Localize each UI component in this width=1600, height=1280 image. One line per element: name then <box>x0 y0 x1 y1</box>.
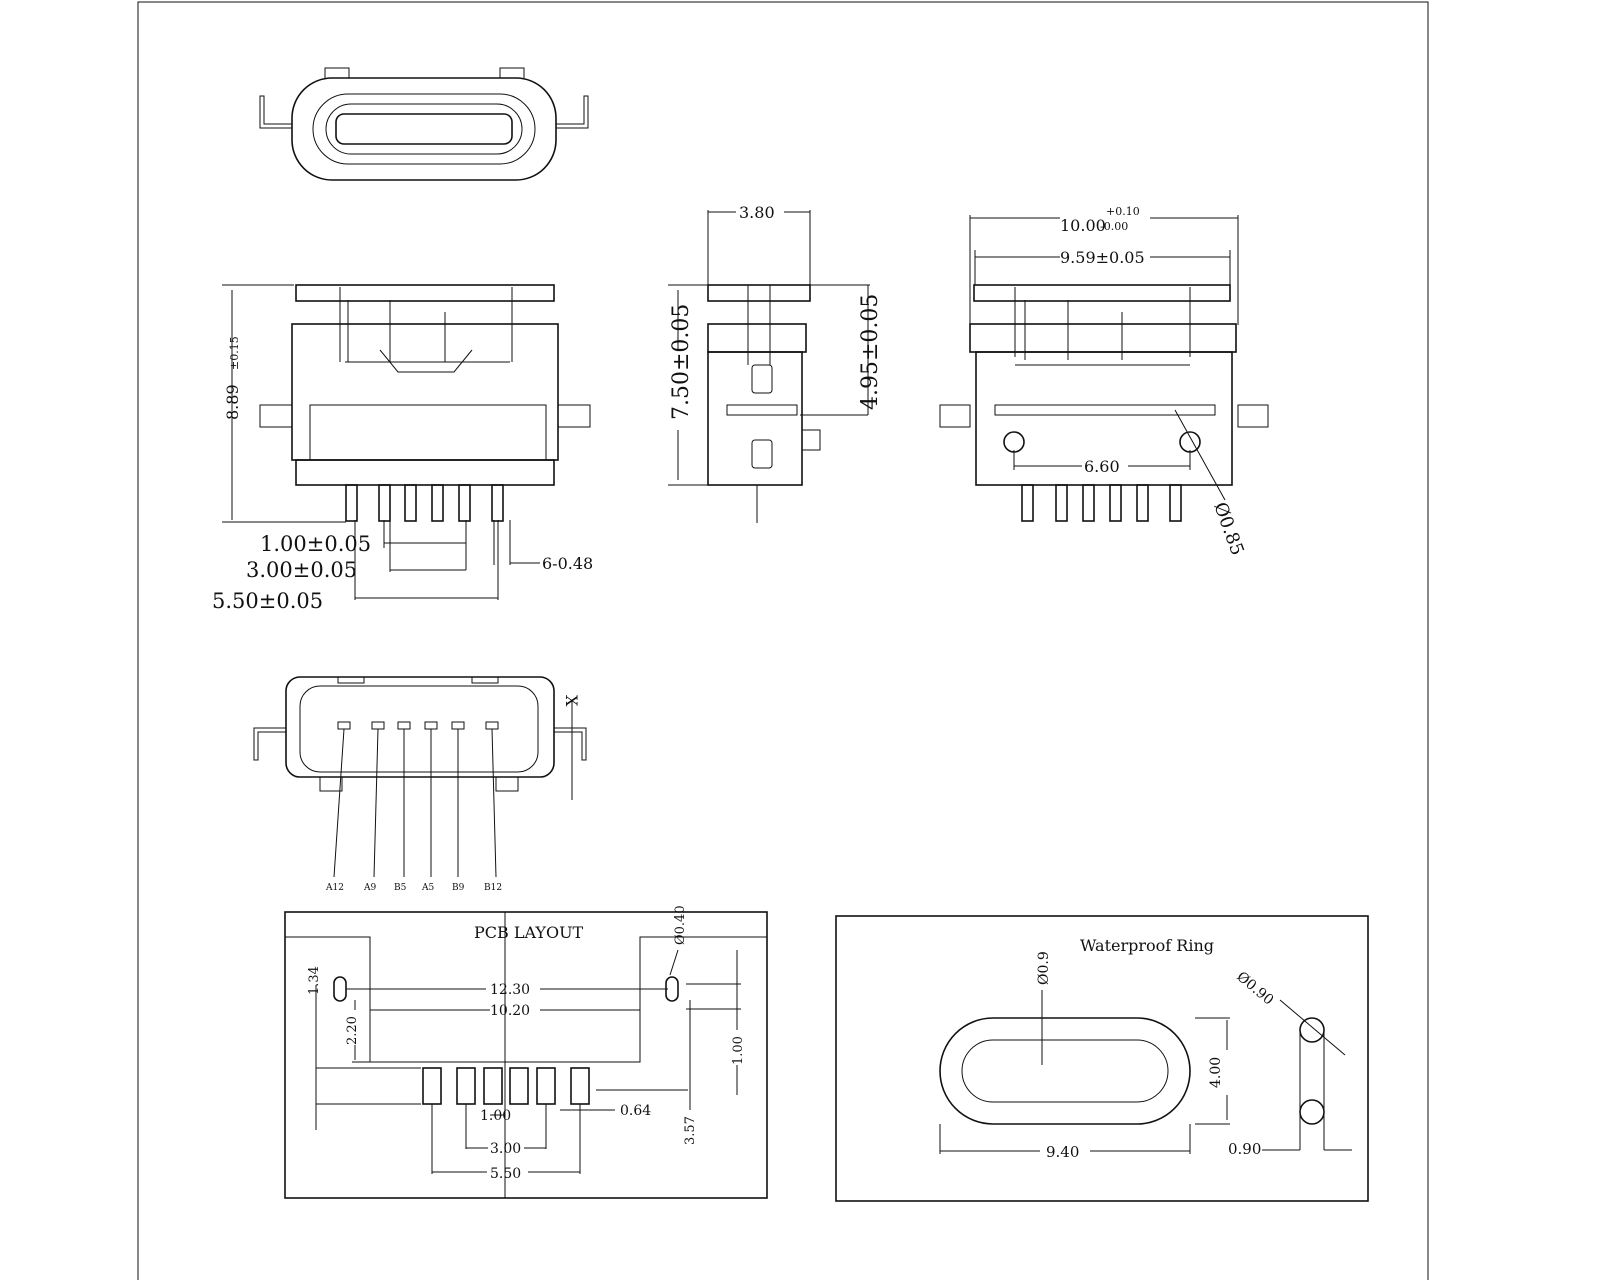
hole-dia-label: Ø0.40 <box>673 905 688 945</box>
pin-label: B9 <box>452 883 465 893</box>
pcb-layout: PCB LAYOUT 12.30 10.20 1.34 2.20 Ø0.40 1… <box>284 905 768 1199</box>
depth-label: 3.80 <box>739 203 775 222</box>
slot-height-label: 1.00 <box>731 1036 746 1065</box>
pcb-span3-label: 3.00 <box>490 1141 521 1157</box>
ring-height-label: 4.00 <box>1208 1057 1224 1088</box>
drawing-border <box>137 1 1429 1280</box>
upper-height-label: 4.95±0.05 <box>858 294 883 410</box>
post-dia-label: Ø0.85 <box>1209 500 1247 559</box>
pin-label: A5 <box>421 883 434 893</box>
pcb-span5-label: 5.50 <box>490 1166 521 1182</box>
waterproof-ring: Waterproof Ring Ø0.9 Ø0.90 4.00 9.40 0.9… <box>835 915 1369 1202</box>
side-height-label: 7.50±0.05 <box>669 304 694 420</box>
front-view: 8.89 ±0.15 1.00±0.05 3.00±0.05 5.50±0.05… <box>212 284 593 613</box>
front-height-label: 8.89 <box>223 384 242 420</box>
section-dia-label: Ø0.90 <box>1233 969 1276 1009</box>
pin-label: B5 <box>394 883 407 893</box>
ring-title: Waterproof Ring <box>1080 936 1214 955</box>
post-span-label: 6.60 <box>1084 457 1120 476</box>
x-mark: X <box>562 695 581 707</box>
pad-offset-label: 3.57 <box>683 1116 698 1145</box>
inner-span-label: 10.20 <box>490 1003 530 1019</box>
ring-thickness-label: 0.90 <box>1228 1140 1261 1158</box>
outer-span-label: 12.30 <box>490 982 530 998</box>
cord-dia-label: Ø0.9 <box>1036 951 1052 985</box>
pin-label: B12 <box>484 883 502 893</box>
pad-width-label: 0.64 <box>620 1103 651 1119</box>
pitch-label: 1.00±0.05 <box>260 532 371 556</box>
pcb-pitch-label: 1.00 <box>480 1108 511 1124</box>
side-view: 3.80 7.50±0.05 4.95±0.05 <box>668 203 883 523</box>
slot-length-label: 1.34 <box>307 966 322 995</box>
pin-view: X A12 A9 B5 A5 B9 B12 <box>253 676 587 893</box>
inner-width-label: 9.59±0.05 <box>1060 248 1145 267</box>
span3-label: 3.00±0.05 <box>246 558 357 582</box>
pcb-title: PCB LAYOUT <box>474 923 584 942</box>
offset-label: 2.20 <box>345 1016 360 1045</box>
width-label: 10.00 <box>1060 216 1106 235</box>
pin-label: A12 <box>325 883 344 893</box>
top-view <box>259 67 589 181</box>
pin-width-label: 6-0.48 <box>542 554 593 573</box>
pin-label: A9 <box>363 883 376 893</box>
ring-width-label: 9.40 <box>1046 1143 1079 1161</box>
back-view: 10.00 +0.10 -0.00 9.59±0.05 6.60 Ø0.85 <box>939 205 1269 559</box>
width-tol-plus: +0.10 <box>1106 205 1140 218</box>
width-tol-minus: -0.00 <box>1100 220 1128 233</box>
front-height-tol: ±0.15 <box>228 336 241 370</box>
span5-label: 5.50±0.05 <box>212 589 323 613</box>
